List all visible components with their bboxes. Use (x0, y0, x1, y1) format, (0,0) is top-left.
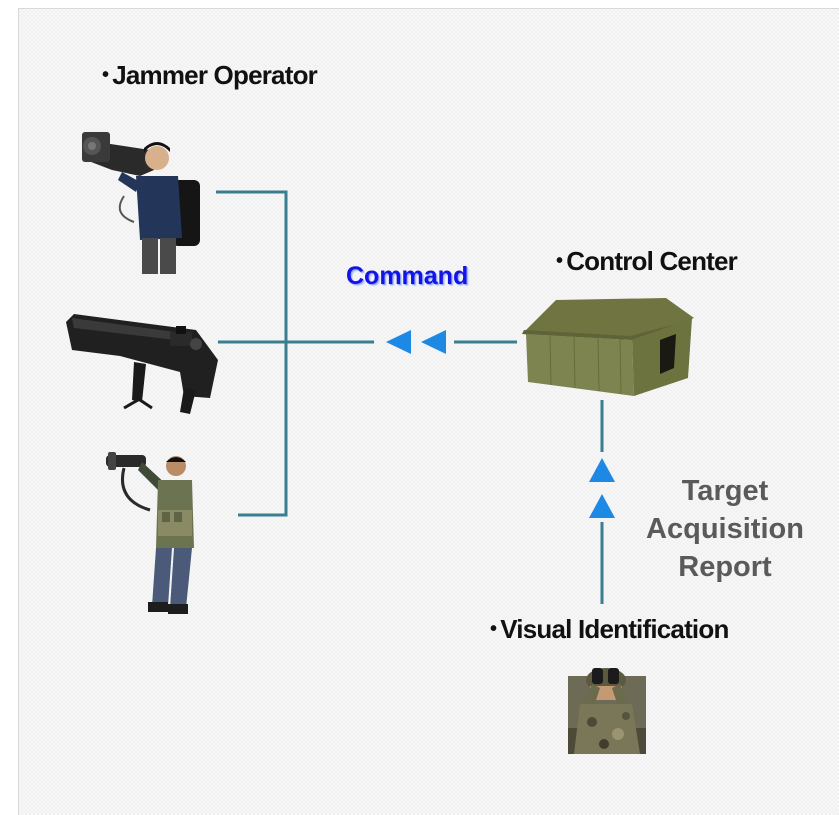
jammer-operator-label: •Jammer Operator (102, 60, 318, 90)
command-arrows (386, 330, 446, 354)
command-arrow-2 (421, 330, 446, 354)
jammer-handheld-operator-icon (106, 452, 194, 614)
command-flow-label: Command (346, 262, 469, 290)
report-line-2: Acquisition (646, 513, 804, 545)
jammer-connector-bracket (216, 190, 604, 604)
jammer-rifle-icon (66, 314, 218, 414)
jammer-backpack-operator-icon (82, 132, 200, 274)
target-acquisition-report-label: Target Acquisition Report (630, 472, 820, 586)
army-tent-icon (522, 298, 694, 396)
report-line-1: Target (681, 475, 769, 507)
report-arrow-2 (589, 494, 615, 518)
command-arrow-1 (386, 330, 411, 354)
binocular-soldier-icon (568, 668, 646, 754)
report-line-3: Report (678, 551, 772, 583)
visual-identification-label: •Visual Identification (490, 614, 729, 644)
control-center-label: •Control Center (556, 246, 738, 276)
bracket-line (216, 190, 288, 517)
report-arrows (589, 458, 615, 518)
report-arrow-1 (589, 458, 615, 482)
